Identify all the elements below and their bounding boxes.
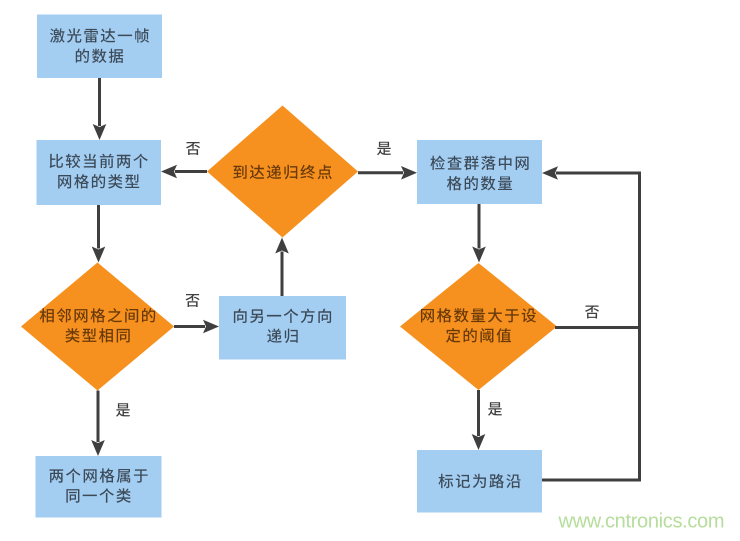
svg-text:www.cntronics.com: www.cntronics.com — [558, 511, 725, 533]
